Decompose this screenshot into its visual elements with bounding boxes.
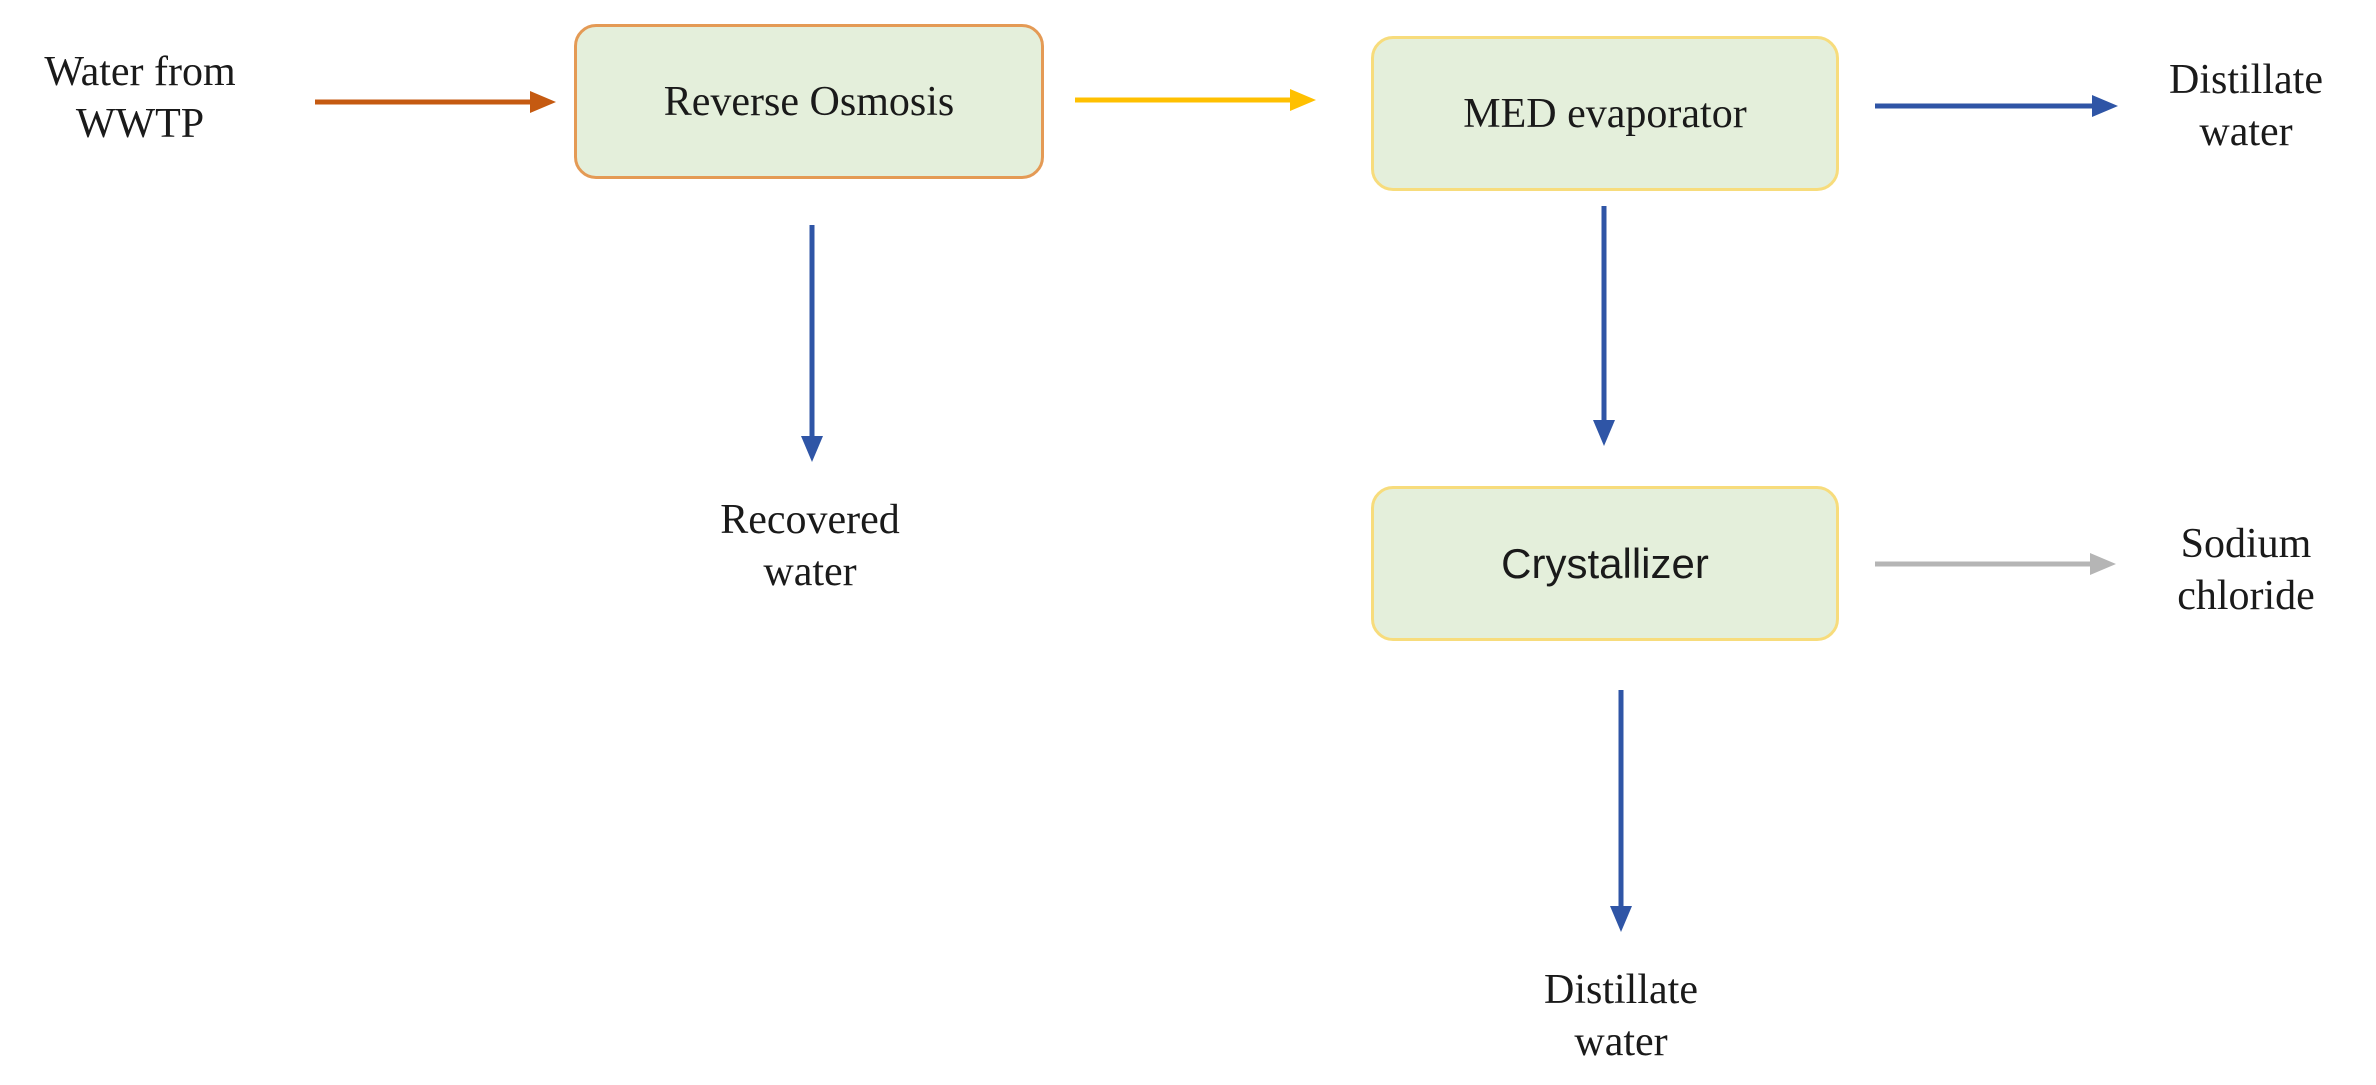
reverse-osmosis-box: Reverse Osmosis [574, 24, 1044, 179]
crystallizer-box: Crystallizer [1371, 486, 1839, 641]
distillate-top-line1: Distillate [2169, 57, 2323, 103]
arrow-med-to-crystallizer [1593, 206, 1615, 446]
recovered-water-label: Recovered water [690, 494, 930, 598]
distillate-bottom-line2: water [1574, 1019, 1668, 1065]
source-label: Water from WWTP [30, 46, 250, 150]
arrow-crystallizer-to-distillate [1610, 690, 1632, 932]
source-label-line1: Water from [44, 49, 236, 95]
sodium-chloride-line2: chloride [2177, 573, 2315, 619]
distillate-top-line2: water [2199, 109, 2293, 155]
arrow-source-to-ro [315, 91, 556, 113]
distillate-bottom-line1: Distillate [1544, 967, 1698, 1013]
sodium-chloride-label: Sodium chloride [2146, 518, 2346, 622]
arrow-ro-to-med [1075, 89, 1316, 111]
distillate-top-label: Distillate water [2146, 54, 2346, 158]
arrow-ro-to-recovered [801, 225, 823, 462]
distillate-bottom-label: Distillate water [1516, 964, 1726, 1068]
arrow-crystallizer-to-nacl [1875, 553, 2116, 575]
reverse-osmosis-label: Reverse Osmosis [663, 78, 955, 125]
med-evaporator-label: MED evaporator [1463, 90, 1747, 137]
sodium-chloride-line1: Sodium [2180, 521, 2312, 567]
crystallizer-label: Crystallizer [1501, 539, 1709, 587]
med-evaporator-box: MED evaporator [1371, 36, 1839, 191]
recovered-water-line2: water [763, 549, 857, 595]
recovered-water-line1: Recovered [720, 497, 900, 543]
arrow-med-to-distillate [1875, 95, 2118, 117]
source-label-line2: WWTP [75, 101, 205, 147]
